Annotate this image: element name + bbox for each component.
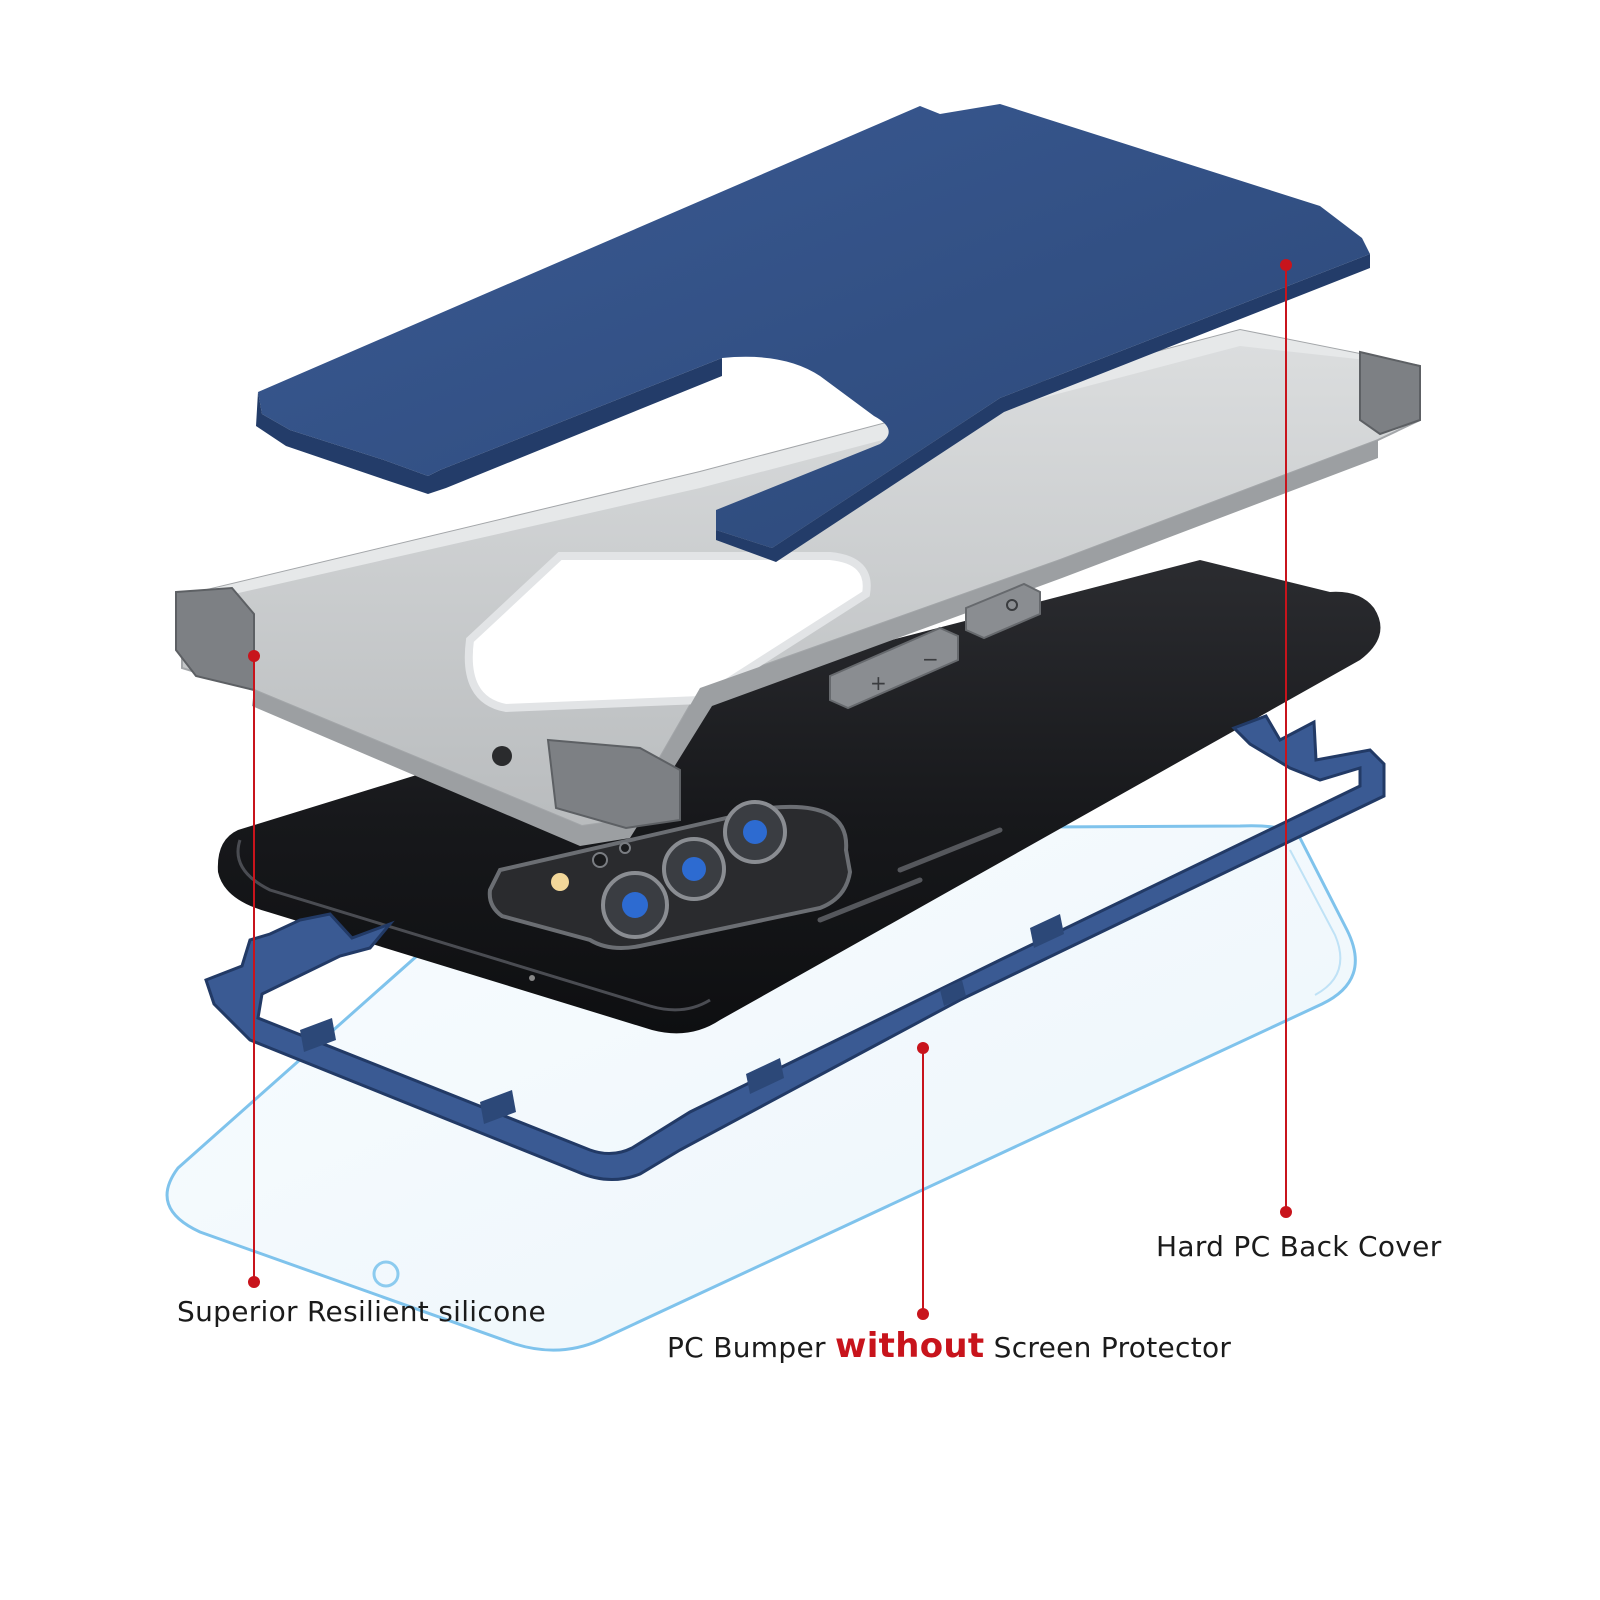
volume-buttons: + − [829, 626, 959, 710]
red-dot-icon [1280, 1206, 1292, 1218]
side-key [817, 877, 923, 923]
plus-icon: + [870, 671, 887, 695]
callout-silicone [248, 650, 260, 1288]
silicone-layer: + − [175, 328, 1421, 846]
callout-bumper [917, 1042, 929, 1320]
corner-bumper [1359, 350, 1421, 436]
silicone-label: Superior Resilient silicone [177, 1295, 547, 1328]
minus-icon: − [922, 647, 939, 671]
back-cover [256, 104, 1370, 562]
bumper-label-suffix: Screen Protector [993, 1331, 1232, 1364]
power-icon [1006, 599, 1018, 611]
corner-bumper [175, 586, 255, 692]
bumper-label-prefix: PC Bumper [667, 1331, 826, 1364]
port-hole [492, 746, 512, 766]
red-dot-icon [917, 1308, 929, 1320]
back-cover-label: Hard PC Back Cover [1156, 1230, 1442, 1263]
phone-body [217, 560, 1381, 1034]
callout-back-cover [1280, 259, 1292, 1218]
red-dot-icon [248, 650, 260, 662]
camera-module [487, 800, 853, 950]
bumper-label-emphasis: without [834, 1326, 985, 1366]
home-button-cutout [372, 1260, 400, 1288]
pc-bumper-frame [204, 714, 1386, 1182]
side-key [897, 827, 1003, 873]
corner-bumper [546, 738, 681, 830]
bumper-label: PC Bumper without Screen Protector [667, 1326, 1231, 1366]
red-dot-icon [248, 1276, 260, 1288]
red-dot-icon [1280, 259, 1292, 271]
power-button [965, 582, 1041, 640]
red-dot-icon [917, 1042, 929, 1054]
